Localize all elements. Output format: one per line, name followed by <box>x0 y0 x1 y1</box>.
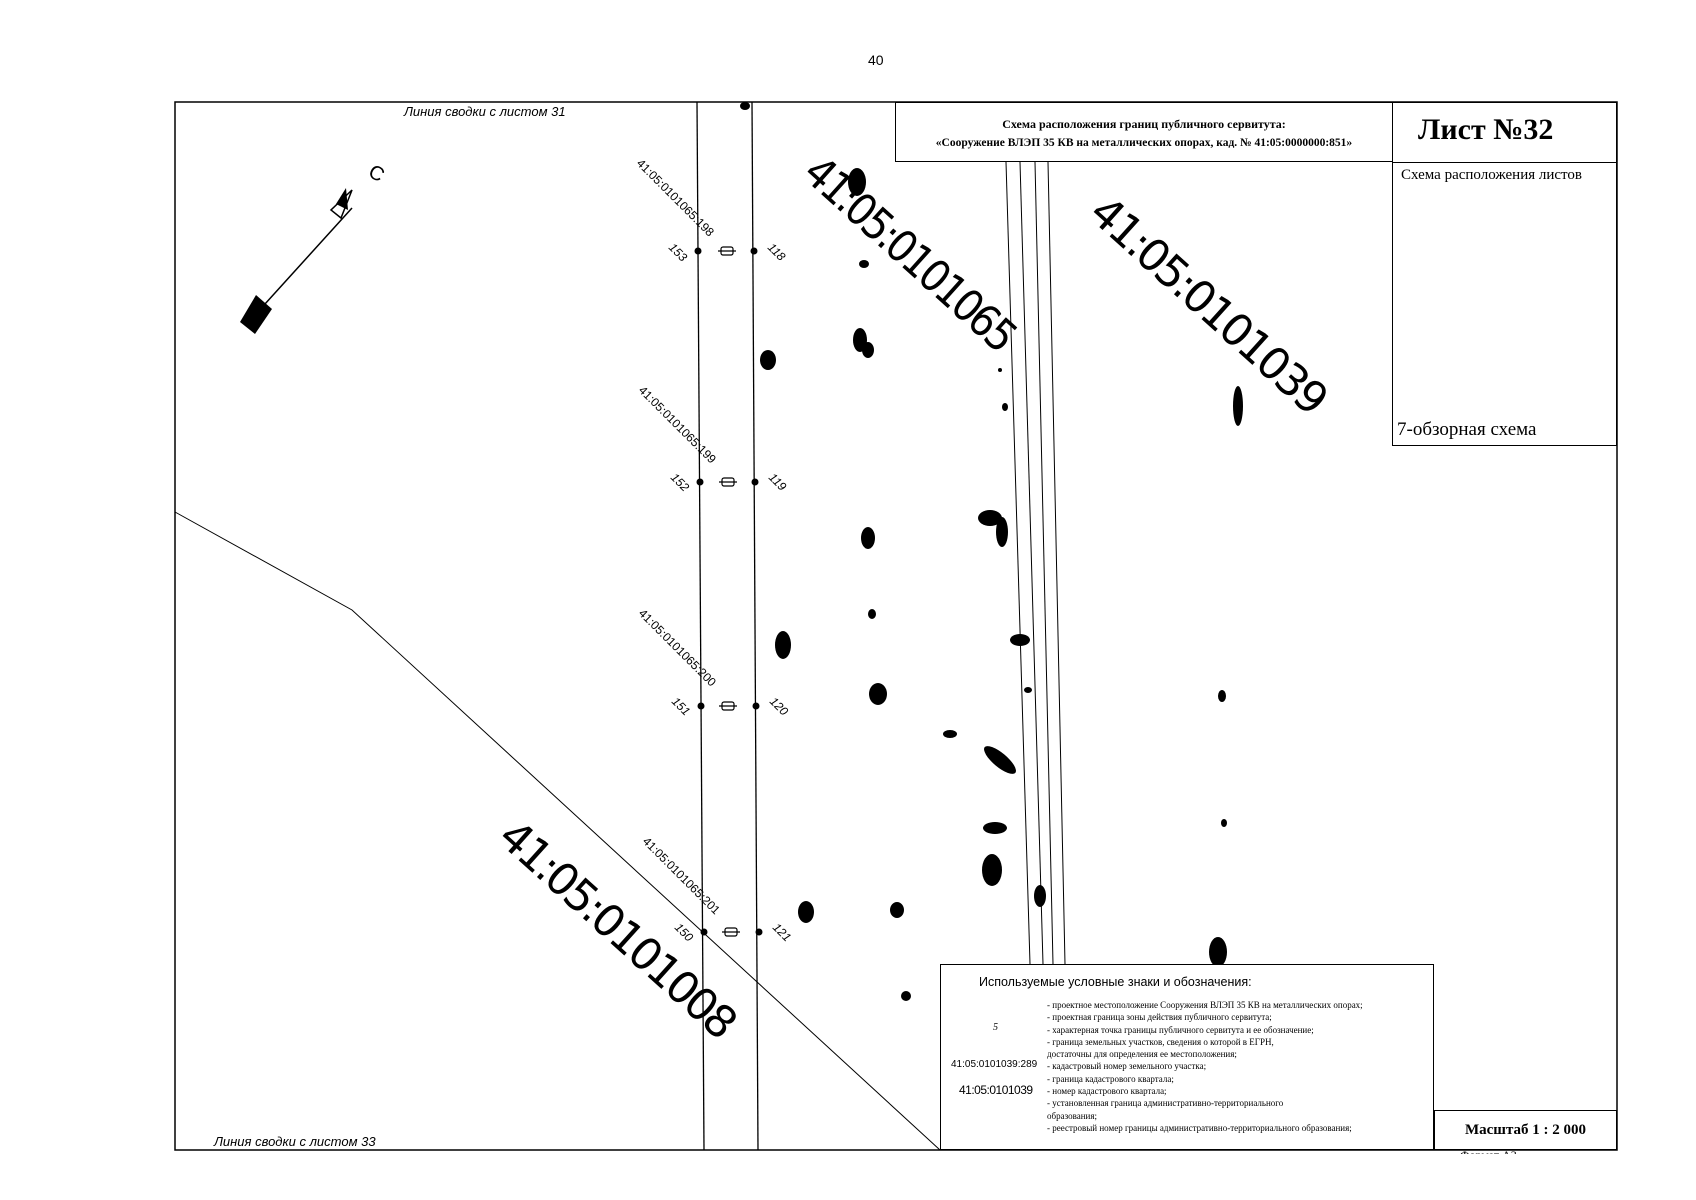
road-line-3 <box>1034 161 1054 965</box>
scan-blots <box>740 102 1243 1001</box>
point-153 <box>694 247 702 255</box>
parcel-label-201: 41:05:0101065:201 <box>640 834 723 917</box>
legend-item: - граница земельных участков, сведения о… <box>1047 1036 1274 1047</box>
blot <box>996 517 1008 547</box>
legend-quarter-example: 41:05:0101039 <box>959 1083 1033 1097</box>
title-line-1: Схема расположения границ публичного сер… <box>1002 117 1286 131</box>
servitude-boundary-left <box>696 101 705 1151</box>
servitude-boundary-right <box>751 101 759 1151</box>
blot <box>1221 819 1227 827</box>
blot <box>1034 885 1046 907</box>
join-line-bottom: Линия сводки с листом 33 <box>213 1134 376 1149</box>
blot <box>859 260 869 268</box>
point-150 <box>700 928 708 936</box>
blot <box>984 746 1016 774</box>
point-151 <box>697 702 705 710</box>
point-119 <box>751 478 759 486</box>
blot <box>798 901 814 923</box>
legend-item: образования; <box>1047 1110 1097 1121</box>
blot <box>1010 634 1030 646</box>
blot <box>862 342 874 358</box>
quarter-label-1: 41:05:0101065 <box>794 146 1025 361</box>
sheet-layout-box: Схема расположения листов 7-обзорная схе… <box>1392 162 1617 446</box>
blot <box>983 822 1007 834</box>
blot <box>1218 690 1226 702</box>
title-box: Схема расположения границ публичного сер… <box>895 102 1393 162</box>
legend-header: Используемые условные знаки и обозначени… <box>979 975 1252 989</box>
road-line-1 <box>1005 161 1031 965</box>
legend-item: - установленная граница административно-… <box>1047 1098 1284 1109</box>
pylon-symbol <box>719 477 737 487</box>
legend-items: - проектное местоположение Сооружения ВЛ… <box>1047 999 1363 1134</box>
point-118 <box>750 247 758 255</box>
legend-box: Используемые условные знаки и обозначени… <box>940 964 1434 1150</box>
pylon-symbol <box>719 701 737 711</box>
join-line-top: Линия сводки с листом 31 <box>403 104 566 119</box>
legend-item: - проектная граница зоны действия публич… <box>1047 1012 1272 1023</box>
blot <box>1024 687 1032 693</box>
legend-item: - проектное местоположение Сооружения ВЛ… <box>1047 1000 1363 1010</box>
parcel-label-199: 41:05:0101065:199 <box>636 383 719 466</box>
parcel-label-198: 41:05:0101065:198 <box>634 156 717 239</box>
legend-item: - граница кадастрового квартала; <box>1047 1073 1174 1084</box>
north-label: С <box>364 161 388 187</box>
blot <box>740 102 750 110</box>
blot <box>869 683 887 705</box>
point-label-119: 119 <box>766 470 790 494</box>
point-label-118: 118 <box>765 240 789 264</box>
point-label-121: 121 <box>770 920 794 944</box>
blot <box>861 527 875 549</box>
point-label-120: 120 <box>767 694 791 718</box>
blot <box>1209 937 1227 967</box>
sheet-layout-header: Схема расположения листов <box>1401 167 1582 183</box>
blot <box>848 168 866 196</box>
road-line-2 <box>1019 161 1044 965</box>
blot <box>982 854 1002 886</box>
admin-boundary <box>174 511 941 1151</box>
point-label-150: 150 <box>672 920 696 944</box>
blot <box>775 631 791 659</box>
blot <box>943 730 957 738</box>
blot <box>1233 386 1243 426</box>
legend-point-example: 5 <box>993 1022 998 1033</box>
footer-fragment: Формат А3 <box>1460 1148 1517 1162</box>
title-line-2: «Сооружение ВЛЭП 35 КВ на металлических … <box>935 137 1353 149</box>
legend-item: - характерная точка границы публичного с… <box>1047 1024 1314 1035</box>
sheet-number-box: Лист №32 <box>1392 102 1617 164</box>
pylon-symbol <box>718 246 736 256</box>
blot <box>868 609 876 619</box>
blot <box>978 510 1002 526</box>
blot <box>901 991 911 1001</box>
blot <box>890 902 904 918</box>
point-label-153: 153 <box>666 240 690 264</box>
point-120 <box>752 702 760 710</box>
north-arrow: С <box>240 161 388 334</box>
sheet-number: Лист №32 <box>1418 113 1554 146</box>
legend-parcel-example: 41:05:0101039:289 <box>951 1059 1038 1070</box>
pylon-symbols <box>718 246 740 937</box>
point-121 <box>755 928 763 936</box>
scale-box: Масштаб 1 : 2 000 <box>1434 1110 1617 1150</box>
legend-item: - кадастровый номер земельного участка; <box>1047 1061 1207 1072</box>
point-label-151: 151 <box>669 694 693 718</box>
point-152 <box>696 478 704 486</box>
page-number: 40 <box>868 52 884 68</box>
point-label-152: 152 <box>668 470 692 494</box>
blot <box>998 368 1002 372</box>
legend-item: - номер кадастрового квартала; <box>1047 1086 1167 1097</box>
legend-item: достаточны для определения ее местополож… <box>1047 1049 1237 1060</box>
blot <box>1002 403 1008 411</box>
characteristic-points <box>694 247 763 936</box>
quarter-label-2: 41:05:0101039 <box>1080 186 1336 424</box>
blot <box>760 350 776 370</box>
quarter-label-3: 41:05:0101008 <box>489 810 745 1048</box>
pylon-symbol <box>722 927 740 937</box>
road-line-4 <box>1047 161 1066 965</box>
parcel-label-200: 41:05:0101065:200 <box>636 606 719 689</box>
legend-item: - реестровый номер границы административ… <box>1047 1122 1352 1133</box>
sheet-layout-footer: 7-обзорная схема <box>1397 419 1537 440</box>
